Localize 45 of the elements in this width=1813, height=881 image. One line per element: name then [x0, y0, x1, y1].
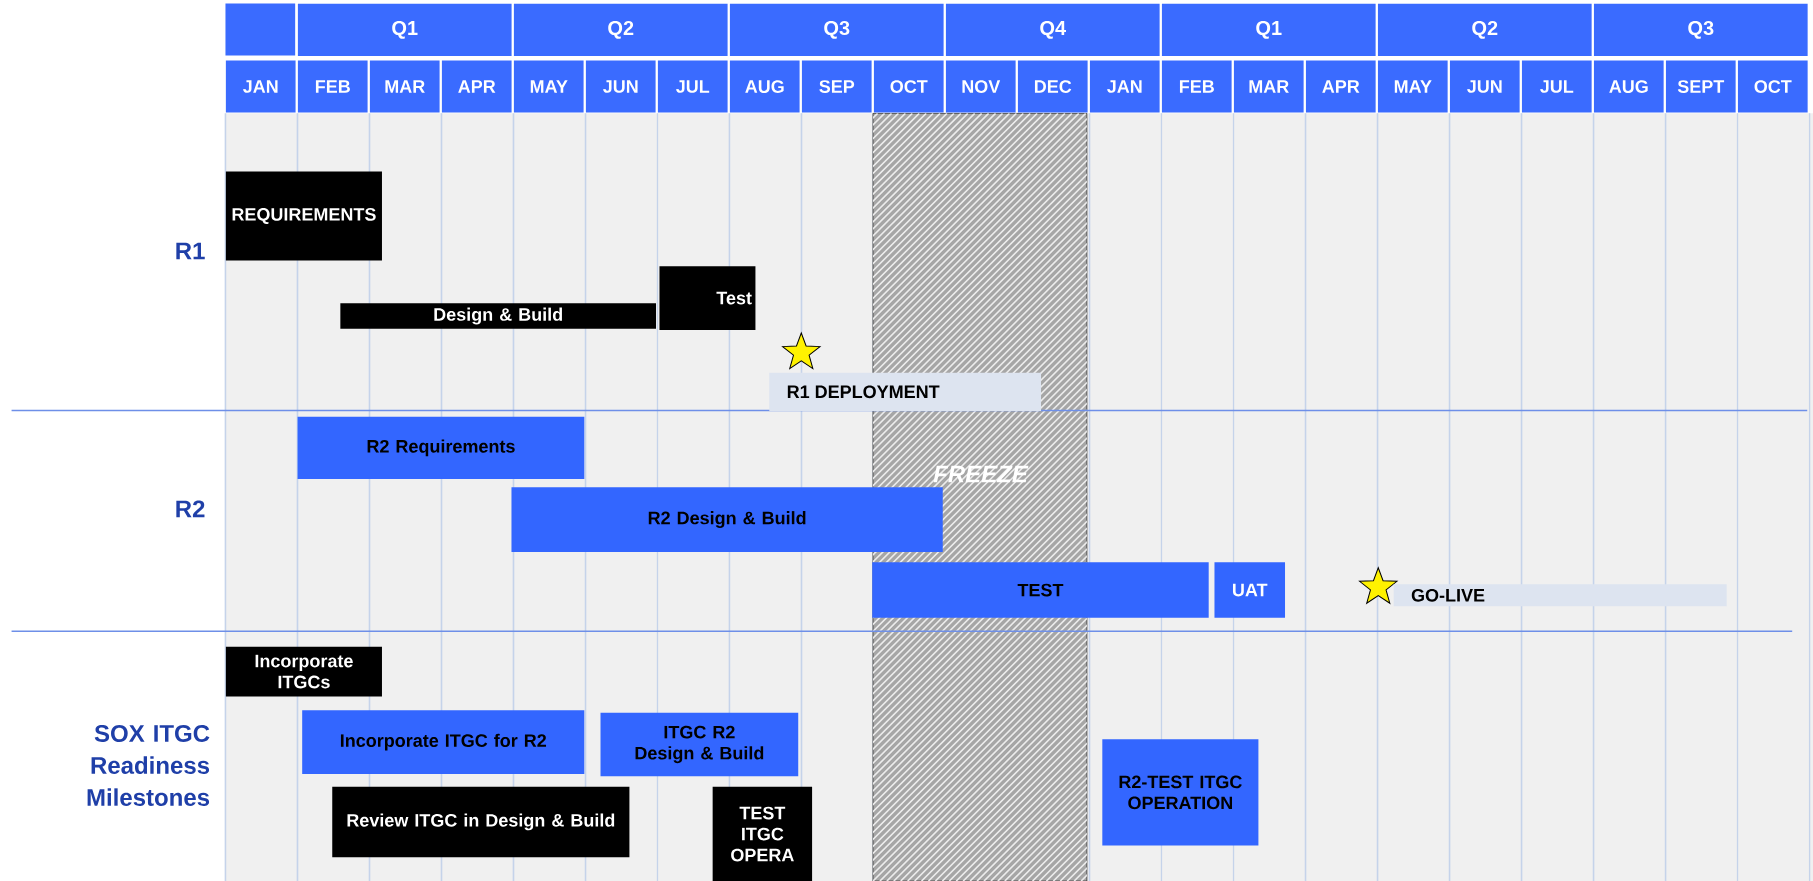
header-cell: JUN	[585, 60, 656, 113]
task-bar: TEST ITGC OPERA	[712, 786, 813, 881]
header-cell: JUN	[1449, 60, 1520, 113]
header-cell: NOV	[945, 60, 1016, 113]
header-cell: Q3	[1593, 3, 1808, 56]
task-bar: R2 Requirements	[297, 416, 585, 480]
milestone-band: GO-LIVE	[1393, 584, 1727, 607]
header-cell: Q1	[1161, 3, 1376, 56]
header-cell: OCT	[873, 60, 944, 113]
header-cell: FEB	[297, 60, 368, 113]
row-label: R2	[176, 500, 205, 518]
task-bar: R2-TEST ITGC OPERATION	[1102, 739, 1259, 846]
milestone-band: R1 DEPLOYMENT	[769, 372, 1042, 411]
header-cell: DEC	[1017, 60, 1088, 113]
header-cell: JUL	[657, 60, 728, 113]
header-cell: JAN	[1089, 60, 1160, 113]
task-bar: R2 Design & Build	[511, 487, 943, 552]
header-cell: SEPT	[1665, 60, 1736, 113]
task-bar: UAT	[1214, 562, 1285, 618]
task-bar: Design & Build	[340, 303, 656, 329]
task-bar: REQUIREMENTS	[225, 171, 382, 261]
header-cell: Q2	[513, 3, 728, 56]
header-cell: FEB	[1161, 60, 1232, 113]
header-cell: APR	[1305, 60, 1376, 113]
header-cell: JAN	[225, 60, 296, 113]
task-bar: Review ITGC in Design & Build	[332, 786, 630, 858]
header-cell: MAR	[1233, 60, 1304, 113]
header-cell: JUL	[1521, 60, 1592, 113]
task-bar: Test	[659, 266, 756, 330]
row-label: SOX ITGC Readiness Milestones	[87, 724, 210, 806]
header-cell: SEP	[801, 60, 872, 113]
task-bar: Incorporate ITGC for R2	[302, 710, 585, 774]
header-cell: OCT	[1737, 60, 1808, 113]
header-cell: MAY	[513, 60, 584, 113]
header-cell: Q3	[729, 3, 944, 56]
header-cell: Q2	[1377, 3, 1592, 56]
header-cell: AUG	[1593, 60, 1664, 113]
task-bar: Incorporate ITGCs	[225, 646, 382, 697]
header-cell: Q4	[945, 3, 1160, 56]
header-cell: MAR	[369, 60, 440, 113]
task-bar: ITGC R2 Design & Build	[600, 712, 799, 777]
header-cell: APR	[441, 60, 512, 113]
task-bar: TEST	[872, 562, 1209, 618]
header-cell: MAY	[1377, 60, 1448, 113]
header-cell: AUG	[729, 60, 800, 113]
